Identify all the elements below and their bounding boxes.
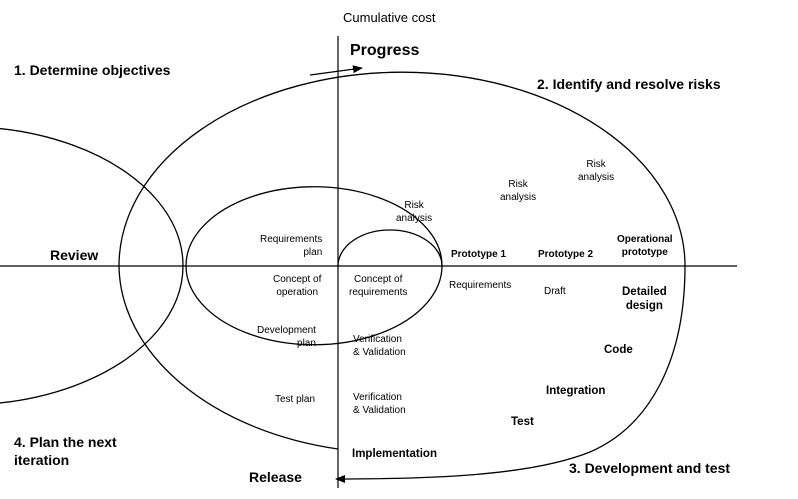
release-label: Release [249,469,302,485]
operational-prototype-line2: prototype [621,246,668,258]
concept-of-operation-line1: Concept of [273,274,322,285]
risk-analysis-2-line2: analysis [500,191,537,203]
risk-analysis-3-line1: Risk [586,159,606,170]
draft-label: Draft [544,286,566,297]
progress-arrow [309,65,363,76]
test-label: Test [511,416,534,428]
detailed-design-label: Detailed design [622,285,667,314]
verification-validation-1: Verification & Validation [353,334,406,359]
cumulative-cost-label: Cumulative cost [343,10,436,25]
integration-label: Integration [546,385,606,397]
concept-of-operation-line2: operation [276,286,319,298]
development-plan-line2: plan [297,337,316,349]
quadrant-4-title: 4. Plan the next iteration [14,434,117,469]
release-arrow [335,265,686,483]
prototype-2-label: Prototype 2 [538,249,594,260]
quadrant-2-title: 2. Identify and resolve risks [537,76,721,92]
risk-analysis-3-line2: analysis [578,171,615,183]
code-label: Code [604,344,633,356]
review-label: Review [50,247,99,263]
prototype-1-label: Prototype 1 [451,249,507,260]
concept-of-operation-label: Concept of operation [273,274,321,299]
spiral-loop-inner [185,186,443,346]
risk-analysis-3: Risk analysis [578,159,614,184]
verification-validation-1-line2: & Validation [353,346,406,358]
quadrant-4-title-line2: iteration [14,451,70,468]
risk-analysis-1-line2: analysis [396,212,433,224]
operational-prototype-line1: Operational [617,234,673,245]
verification-validation-2-line2: & Validation [353,404,406,416]
concept-of-requirements-line1: Concept of [353,274,403,285]
risk-analysis-2: Risk analysis [500,179,536,204]
verification-validation-2: Verification & Validation [353,392,406,417]
spiral-loop-outer [118,71,686,267]
test-plan-label: Test plan [275,394,316,405]
detailed-design-line1: Detailed [622,286,667,298]
concept-of-requirements-line2: requirements [349,286,408,298]
spiral-loop-middle [0,127,184,404]
risk-analysis-1: Risk analysis [396,200,432,225]
progress-label: Progress [350,42,420,59]
requirements-plan-line1: Requirements [260,234,323,245]
verification-validation-2-line1: Verification [353,392,402,403]
quadrant-4-title-line1: 4. Plan the next [14,434,117,450]
spiral-loop-center [337,229,443,267]
risk-analysis-2-line1: Risk [508,179,528,190]
operational-prototype-label: Operational prototype [617,234,673,259]
requirements-label: Requirements [449,280,512,291]
requirements-plan-line2: plan [303,246,323,258]
quadrant-3-title: 3. Development and test [569,460,731,476]
spiral-loop-outer-lower [118,265,339,450]
requirements-plan-label: Requirements plan [260,234,322,259]
verification-validation-1-line1: Verification [353,334,402,345]
quadrant-1-title: 1. Determine objectives [14,62,171,78]
development-plan-label: Development plan [257,325,316,350]
development-plan-line1: Development [257,325,316,336]
implementation-label: Implementation [352,448,437,460]
risk-analysis-1-line1: Risk [404,200,424,211]
concept-of-requirements-label: Concept of requirements [349,274,407,299]
detailed-design-line2: design [625,300,663,313]
